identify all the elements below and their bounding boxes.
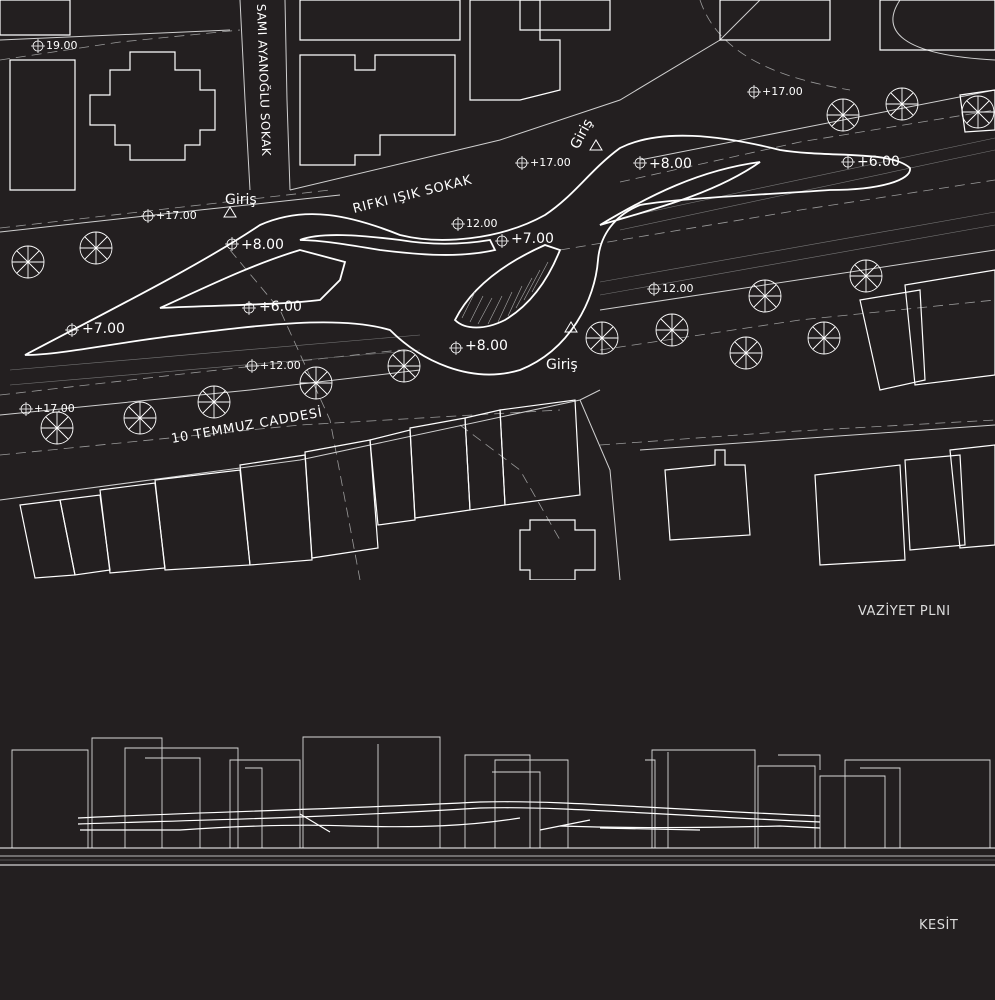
park-level-label: +8.00: [465, 338, 508, 354]
ground-level-label: +17.00: [156, 209, 197, 222]
park-ramp-hatch: [461, 261, 549, 325]
buildings: [0, 0, 995, 580]
section-drawing: [0, 736, 995, 866]
ground-level-label: +12.00: [260, 359, 301, 372]
street-label-sami-ayanoglu: SAMI AYANOĞLU SOKAK: [254, 4, 274, 157]
entrance-label: Giriş: [546, 357, 578, 373]
street-edges: [0, 0, 995, 580]
section-buildings: [11, 736, 991, 849]
park-level-label: +6.00: [857, 154, 900, 170]
ground-level-label: 19.00: [46, 39, 78, 52]
park-level-label: +7.00: [511, 231, 554, 247]
section-ground: [0, 847, 995, 866]
site-plan-caption: VAZİYET PLNI: [858, 604, 951, 619]
ground-level-label: +17.00: [762, 85, 803, 98]
ground-level-label: +17.00: [34, 402, 75, 415]
entrance-markers: [223, 139, 603, 333]
curb-lines: [0, 0, 995, 580]
park-level-label: +7.00: [82, 321, 125, 337]
section-caption: KESİT: [919, 918, 959, 933]
park-outline: [24, 134, 911, 376]
site-plan-drawing: SAMI AYANOĞLU SOKAK RIFKI IŞIK SOKAK 10 …: [0, 0, 995, 580]
park-level-label: +6.00: [259, 299, 302, 315]
ground-level-label: 12.00: [662, 282, 694, 295]
park-level-label: +8.00: [649, 156, 692, 172]
entrance-label: Giriş: [225, 192, 257, 208]
level-markers: [19, 39, 855, 416]
park-level-label: +8.00: [241, 237, 284, 253]
section-park-structure: [77, 801, 821, 833]
street-hatching: [9, 137, 995, 386]
ground-level-label: +17.00: [530, 156, 571, 169]
trees: [11, 87, 995, 445]
ground-level-label: 12.00: [466, 217, 498, 230]
